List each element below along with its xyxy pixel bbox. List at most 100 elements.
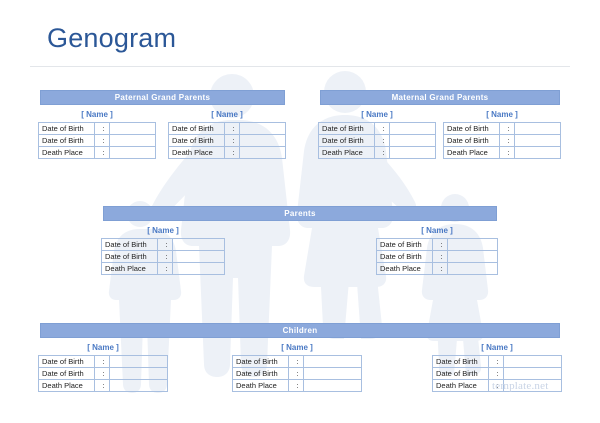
field-value-date-of-birth-1[interactable] <box>503 355 562 368</box>
person-name-label: [ Name ] <box>81 110 113 119</box>
field-value-death-place[interactable] <box>172 262 225 275</box>
field-label: Date of Birth <box>376 250 433 263</box>
person-detail-table: Date of Birth : Date of Birth : Death Pl… <box>168 122 286 159</box>
person-block-child-2[interactable]: [ Name ] Date of Birth : Date of Birth :… <box>232 343 362 392</box>
section-header-parents: Parents <box>103 206 497 221</box>
field-value-date-of-birth-1[interactable] <box>514 122 561 135</box>
person-detail-table: Date of Birth : Date of Birth : Death Pl… <box>318 122 436 159</box>
field-label: Date of Birth <box>101 250 158 263</box>
table-row: Date of Birth : <box>443 134 561 147</box>
field-label: Death Place <box>376 262 433 275</box>
field-colon: : <box>432 262 448 275</box>
field-value-death-place[interactable] <box>389 146 436 159</box>
table-row: Death Place : <box>101 262 225 275</box>
field-label: Date of Birth <box>232 367 289 380</box>
field-colon: : <box>94 134 110 147</box>
table-row: Date of Birth : <box>376 250 498 263</box>
field-colon: : <box>488 367 504 380</box>
table-row: Death Place : <box>38 379 168 392</box>
section-header-maternal-grand-parents: Maternal Grand Parents <box>320 90 560 105</box>
person-block-child-1[interactable]: [ Name ] Date of Birth : Date of Birth :… <box>38 343 168 392</box>
person-block-parent-1[interactable]: [ Name ] Date of Birth : Date of Birth :… <box>101 226 225 275</box>
person-name-label: [ Name ] <box>481 343 513 352</box>
field-value-date-of-birth-2[interactable] <box>503 367 562 380</box>
field-label: Death Place <box>443 146 500 159</box>
field-label: Date of Birth <box>168 122 225 135</box>
field-colon: : <box>94 122 110 135</box>
table-row: Death Place : <box>376 262 498 275</box>
section-header-paternal-grand-parents: Paternal Grand Parents <box>40 90 285 105</box>
field-value-death-place[interactable] <box>447 262 498 275</box>
table-row: Date of Birth : <box>432 355 562 368</box>
field-label: Death Place <box>38 379 95 392</box>
section-header-children: Children <box>40 323 560 338</box>
field-colon: : <box>224 146 240 159</box>
field-colon: : <box>157 262 173 275</box>
table-row: Date of Birth : <box>232 367 362 380</box>
field-label: Death Place <box>101 262 158 275</box>
field-value-death-place[interactable] <box>239 146 286 159</box>
table-row: Date of Birth : <box>376 238 498 251</box>
field-value-death-place[interactable] <box>109 146 156 159</box>
field-value-date-of-birth-2[interactable] <box>389 134 436 147</box>
field-label: Date of Birth <box>232 355 289 368</box>
field-value-death-place[interactable] <box>503 379 562 392</box>
field-value-date-of-birth-1[interactable] <box>303 355 362 368</box>
field-label: Date of Birth <box>101 238 158 251</box>
field-value-date-of-birth-1[interactable] <box>109 355 168 368</box>
table-row: Date of Birth : <box>432 367 562 380</box>
table-row: Date of Birth : <box>318 134 436 147</box>
field-value-date-of-birth-1[interactable] <box>109 122 156 135</box>
field-value-date-of-birth-2[interactable] <box>239 134 286 147</box>
field-label: Date of Birth <box>38 122 95 135</box>
person-block-maternal-grandparent-1[interactable]: [ Name ] Date of Birth : Date of Birth :… <box>318 110 436 159</box>
table-row: Date of Birth : <box>101 250 225 263</box>
document-header: Genogram <box>0 0 600 68</box>
field-colon: : <box>157 238 173 251</box>
person-block-parent-2[interactable]: [ Name ] Date of Birth : Date of Birth :… <box>376 226 498 275</box>
person-name-label: [ Name ] <box>421 226 453 235</box>
field-colon: : <box>288 355 304 368</box>
field-colon: : <box>94 379 110 392</box>
field-value-date-of-birth-1[interactable] <box>389 122 436 135</box>
field-value-date-of-birth-2[interactable] <box>447 250 498 263</box>
table-row: Date of Birth : <box>443 122 561 135</box>
field-value-date-of-birth-2[interactable] <box>514 134 561 147</box>
table-row: Death Place : <box>443 146 561 159</box>
field-value-date-of-birth-1[interactable] <box>239 122 286 135</box>
person-block-paternal-grandparent-1[interactable]: [ Name ] Date of Birth : Date of Birth :… <box>38 110 156 159</box>
field-value-date-of-birth-2[interactable] <box>109 367 168 380</box>
field-label: Date of Birth <box>318 122 375 135</box>
field-label: Date of Birth <box>432 367 489 380</box>
person-detail-table: Date of Birth : Date of Birth : Death Pl… <box>101 238 225 275</box>
field-label: Death Place <box>232 379 289 392</box>
field-colon: : <box>224 134 240 147</box>
field-colon: : <box>432 250 448 263</box>
field-colon: : <box>499 122 515 135</box>
field-colon: : <box>157 250 173 263</box>
person-block-maternal-grandparent-2[interactable]: [ Name ] Date of Birth : Date of Birth :… <box>443 110 561 159</box>
field-value-date-of-birth-2[interactable] <box>109 134 156 147</box>
table-row: Death Place : <box>432 379 562 392</box>
field-value-date-of-birth-1[interactable] <box>172 238 225 251</box>
field-colon: : <box>94 355 110 368</box>
field-value-date-of-birth-2[interactable] <box>303 367 362 380</box>
field-colon: : <box>499 134 515 147</box>
field-label: Death Place <box>38 146 95 159</box>
person-block-paternal-grandparent-2[interactable]: [ Name ] Date of Birth : Date of Birth :… <box>168 110 286 159</box>
field-value-death-place[interactable] <box>514 146 561 159</box>
person-detail-table: Date of Birth : Date of Birth : Death Pl… <box>376 238 498 275</box>
table-row: Death Place : <box>232 379 362 392</box>
table-row: Date of Birth : <box>168 122 286 135</box>
table-row: Date of Birth : <box>101 238 225 251</box>
field-value-death-place[interactable] <box>109 379 168 392</box>
field-value-death-place[interactable] <box>303 379 362 392</box>
person-detail-table: Date of Birth : Date of Birth : Death Pl… <box>38 355 168 392</box>
table-row: Date of Birth : <box>38 122 156 135</box>
field-value-date-of-birth-1[interactable] <box>447 238 498 251</box>
person-block-child-3[interactable]: [ Name ] Date of Birth : Date of Birth :… <box>432 343 562 392</box>
table-row: Date of Birth : <box>168 134 286 147</box>
field-colon: : <box>374 146 390 159</box>
field-value-date-of-birth-2[interactable] <box>172 250 225 263</box>
field-label: Date of Birth <box>443 122 500 135</box>
